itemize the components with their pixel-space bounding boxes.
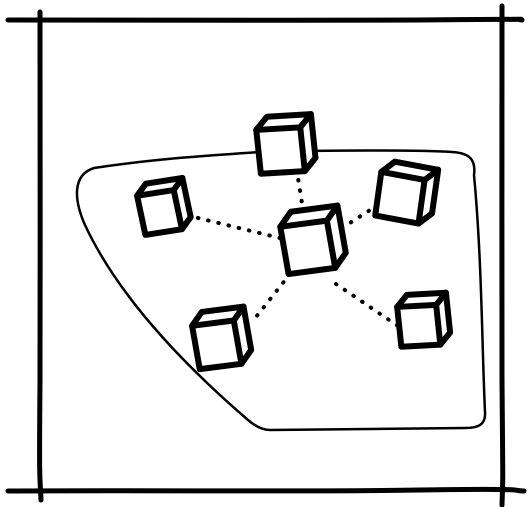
cube-icon: [253, 111, 319, 177]
frame-right-line: [499, 3, 506, 507]
frame-left-line: [37, 9, 44, 503]
frame-top-line: [5, 16, 525, 23]
cube-icon: [394, 289, 454, 350]
connection-bottom-right: [334, 282, 400, 328]
connection-lines: [188, 176, 400, 328]
cube-icon: [277, 202, 349, 278]
connection-top: [296, 176, 307, 224]
cube-icon: [134, 174, 194, 238]
connection-right-top: [340, 194, 394, 230]
cube-icon: [189, 303, 255, 373]
sketch-frame: [5, 3, 527, 507]
cube-icon: [372, 158, 442, 227]
connection-bottom-left: [250, 272, 292, 324]
frame-bottom-line: [5, 486, 527, 494]
